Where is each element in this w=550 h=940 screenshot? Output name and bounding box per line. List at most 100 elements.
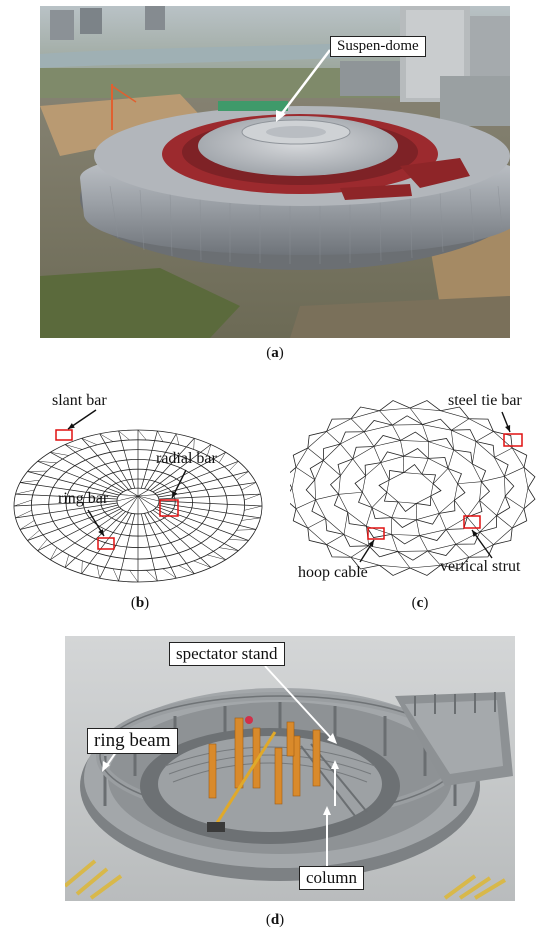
tie-bar-line — [329, 475, 341, 495]
radial-line — [158, 493, 261, 500]
radial-line — [99, 433, 132, 489]
hoop-line — [466, 500, 480, 518]
hoop-line — [307, 527, 327, 545]
radial-bar-highlight — [159, 499, 179, 517]
strut-line — [450, 430, 455, 450]
tie-bar-line — [512, 508, 528, 529]
tie-bar-line — [337, 458, 353, 476]
hoop-line — [315, 499, 326, 519]
slant-bar-highlight — [55, 429, 73, 441]
hoop-line — [386, 491, 399, 503]
radial-line — [20, 482, 119, 498]
dome-wireframe-b — [13, 409, 263, 583]
strut-line — [365, 507, 373, 527]
radial-line — [157, 504, 257, 530]
hoop-line — [325, 518, 345, 535]
radial-line — [50, 451, 124, 493]
hoop-line — [496, 496, 506, 516]
strut-line — [479, 531, 494, 545]
radial-line — [19, 504, 119, 530]
panel-c-cable-system: steel tie bar hoop cable vertical strut — [284, 388, 545, 588]
cap-line — [116, 495, 139, 502]
hoop-line — [494, 457, 505, 477]
tie-bar-line — [440, 406, 470, 419]
radial-line — [15, 493, 118, 500]
cap-line — [127, 495, 139, 513]
radial-line — [37, 508, 122, 551]
radial-line — [154, 461, 239, 494]
strut-line — [340, 443, 354, 460]
strut-line — [397, 551, 411, 569]
tie-bar-line — [305, 479, 316, 500]
hoop-line — [379, 407, 411, 412]
radial-bar-arrow-head — [172, 491, 178, 498]
slant-line — [99, 433, 114, 442]
tie-bar-line — [439, 500, 456, 514]
strut-line — [380, 462, 390, 481]
vertical-strut-label: vertical strut — [440, 558, 521, 575]
hoop-line — [454, 483, 458, 501]
radial-line — [152, 451, 226, 493]
slant-line — [81, 560, 83, 574]
hoop-line — [326, 418, 352, 432]
tie-bar-line — [292, 508, 308, 529]
slant-bar-arrow-head — [68, 423, 75, 429]
strut-line — [392, 424, 401, 441]
hoop-line — [391, 534, 420, 536]
radial-line — [50, 509, 124, 561]
slant-line — [37, 539, 48, 551]
radial-line — [81, 438, 129, 490]
tie-bar-line — [391, 534, 420, 545]
cap-line — [119, 494, 139, 497]
radial-line — [27, 471, 120, 496]
hoop-line — [428, 441, 454, 451]
stand-arrow — [264, 665, 334, 741]
strut-line — [454, 499, 468, 518]
radial-line — [64, 444, 126, 491]
hoop-line — [386, 479, 390, 493]
tie-bar-line — [428, 457, 449, 469]
tie-bar-line — [447, 468, 462, 484]
hoop-line — [392, 424, 423, 426]
tie-bar-line — [364, 462, 381, 476]
ring-beam-label: ring beam — [87, 728, 178, 754]
strut-line — [391, 534, 398, 552]
tie-bar-line — [493, 527, 513, 545]
slant-line — [118, 430, 130, 441]
strut-line — [363, 431, 375, 447]
slant-line — [236, 471, 249, 481]
cable-strut-c — [284, 400, 536, 576]
strut-line — [504, 467, 525, 477]
tie-bar-line — [454, 483, 466, 501]
hoop-line — [493, 431, 513, 449]
tie-bar-line — [371, 507, 392, 519]
radial-line — [156, 506, 249, 541]
strut-line — [315, 494, 339, 501]
slant-line — [228, 461, 239, 472]
hoop-line — [350, 556, 380, 566]
vertical-strut-arrow-head — [472, 530, 478, 537]
slant-line — [37, 461, 57, 464]
radial-line — [118, 513, 136, 582]
tie-bar-line — [358, 492, 373, 508]
radial-line — [140, 430, 158, 489]
slant-line — [219, 547, 239, 551]
slant-line — [112, 568, 119, 582]
tie-bar-line — [392, 415, 423, 426]
slant-line — [244, 505, 263, 511]
hoop-line — [326, 544, 352, 558]
ring-bar-arrow-head — [98, 529, 104, 536]
tie-bar-line — [496, 496, 511, 516]
tie-bar-line — [493, 431, 513, 449]
suspen-dome-label: Suspen-dome — [330, 36, 426, 57]
hoop-line — [479, 515, 497, 533]
hoop-line — [403, 455, 429, 459]
strut-line — [421, 458, 429, 475]
strut-line — [371, 491, 388, 508]
panel-b-wireframe: slant bar radial bar ring bar — [8, 388, 276, 588]
slant-line — [162, 568, 177, 579]
radial-line — [156, 471, 249, 496]
strut-line — [479, 500, 497, 516]
hoop-line — [451, 429, 477, 442]
hoop-cable-label: hoop cable — [298, 564, 368, 581]
